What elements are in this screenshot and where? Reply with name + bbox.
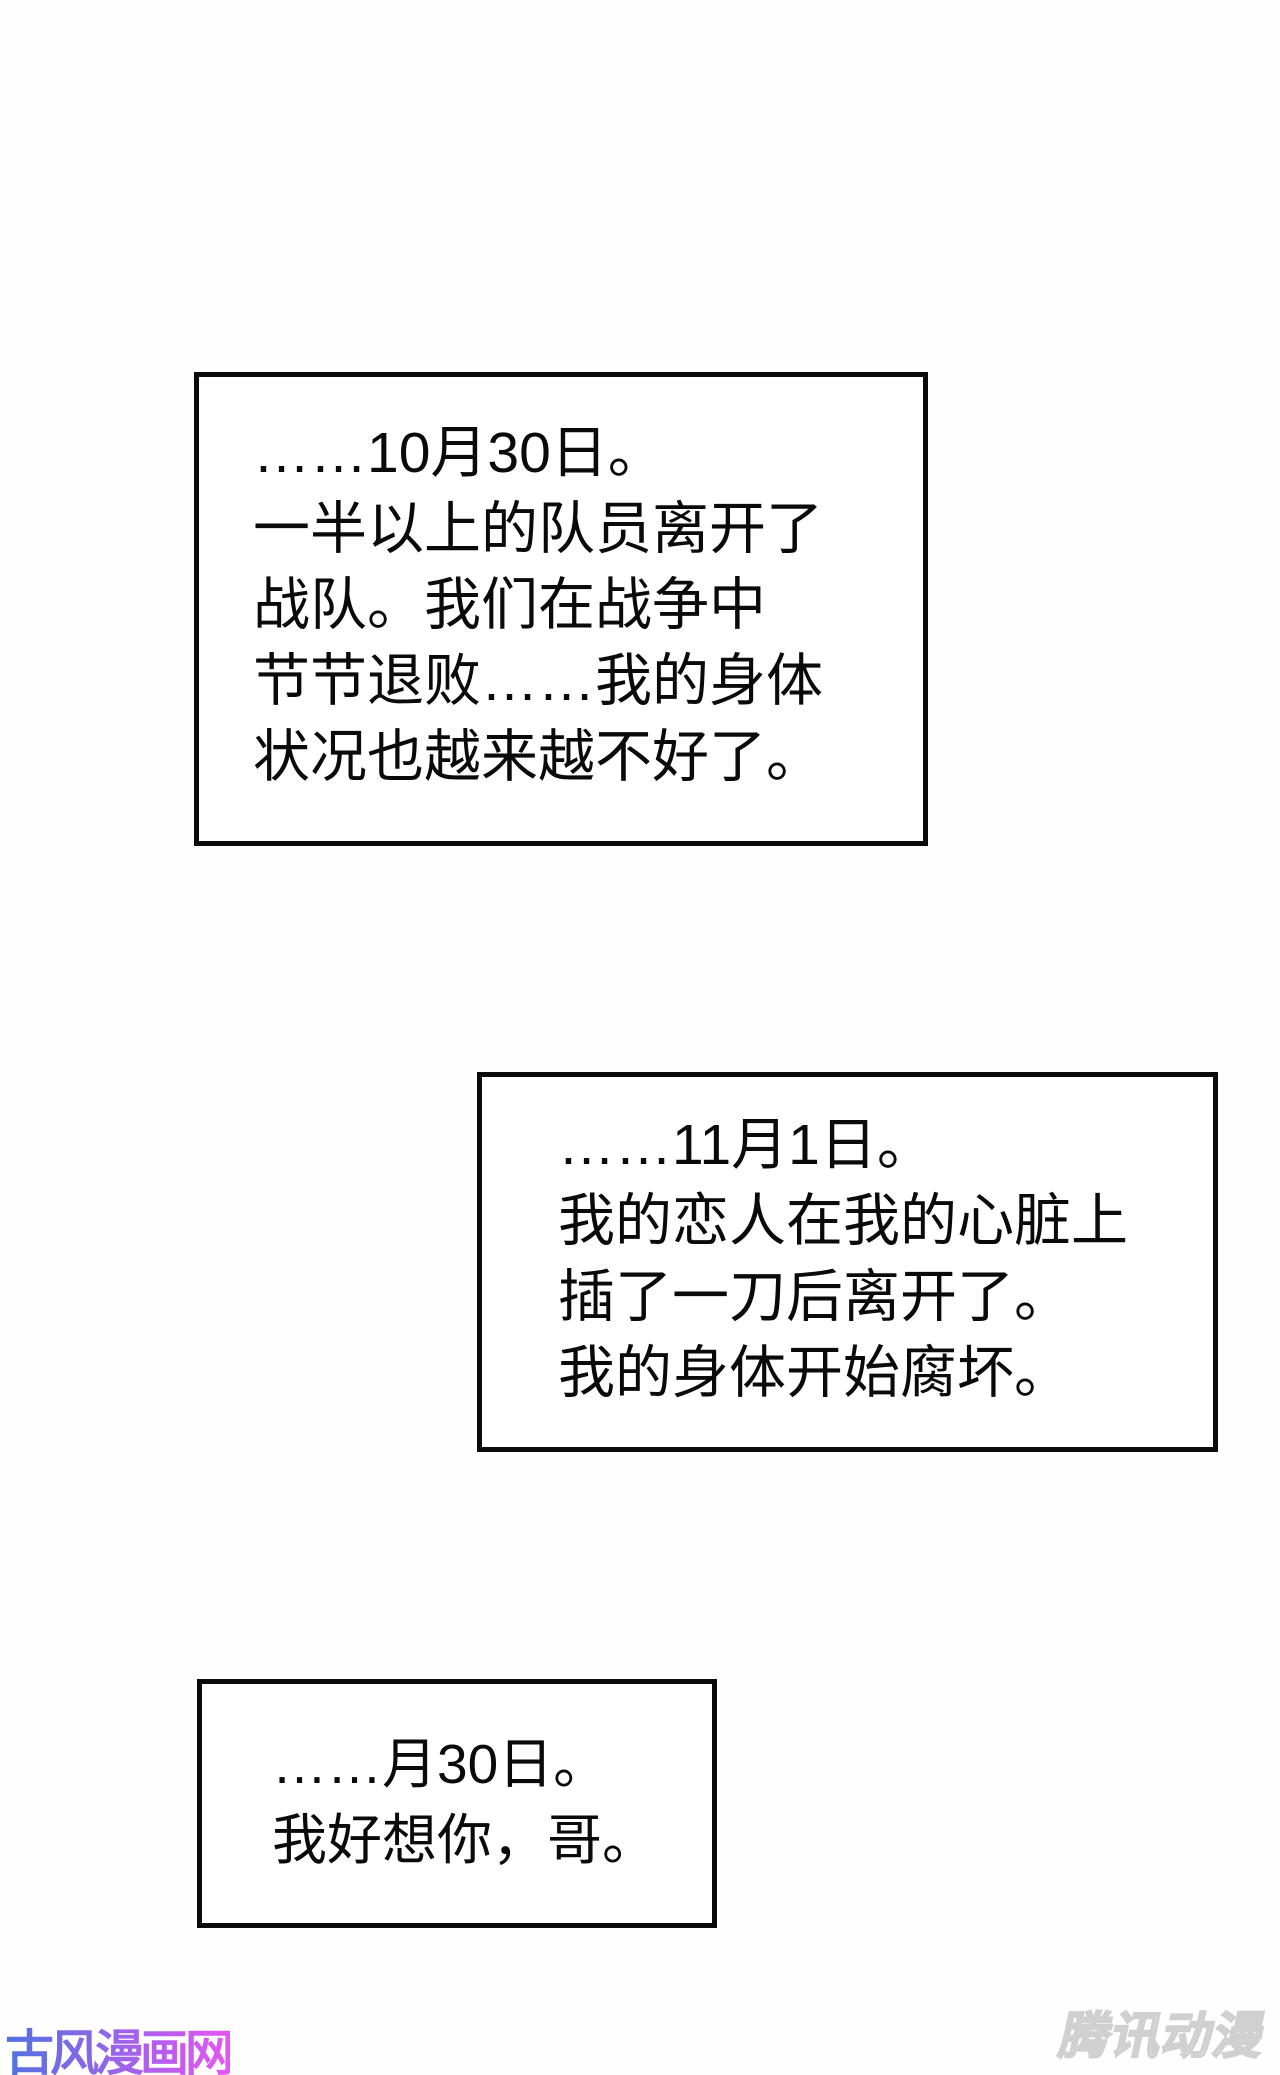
diary-line: 我的恋人在我的心脏上 [558,1189,1128,1253]
diary-panel-1: ……10月30日。 一半以上的队员离开了 战队。我们在战争中 节节退败……我的身… [194,372,928,846]
diary-line: ……11月1日。 [558,1113,934,1177]
diary-line: 插了一刀后离开了。 [558,1265,1071,1329]
diary-panel-3: ……月30日。 我好想你，哥。 [197,1679,717,1928]
publisher-watermark: 腾讯动漫 [1054,2007,1272,2065]
diary-line: ……10月30日。 [253,421,665,485]
diary-line: 一半以上的队员离开了 [253,497,823,561]
diary-line: 战队。我们在战争中 [253,573,766,637]
diary-panel-2: ……11月1日。 我的恋人在我的心脏上 插了一刀后离开了。 我的身体开始腐坏。 [477,1072,1218,1452]
diary-line: ……月30日。 [272,1733,609,1795]
site-watermark: 古风漫画网 [5,2014,234,2075]
diary-line: 状况也越来越不好了。 [253,725,823,789]
diary-line: 节节退败……我的身体 [253,649,823,713]
diary-line: 我好想你，哥。 [272,1809,658,1871]
diary-line: 我的身体开始腐坏。 [558,1341,1071,1405]
